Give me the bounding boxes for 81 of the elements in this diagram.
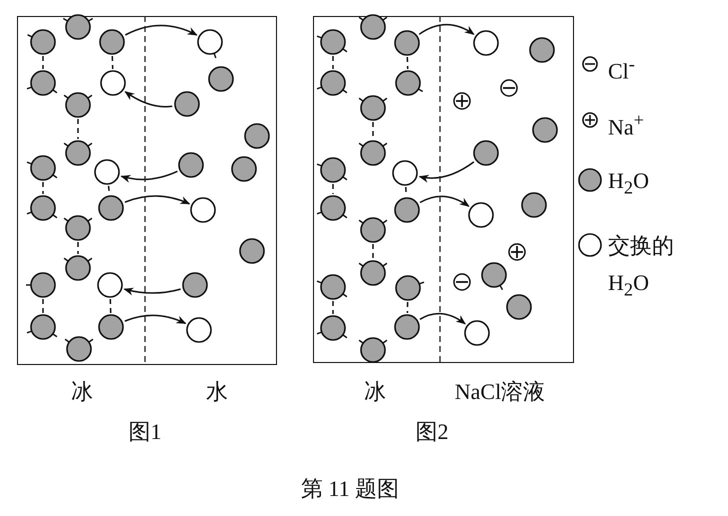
water-molecule [239, 238, 265, 264]
water-molecule [395, 70, 421, 96]
water-molecule [231, 156, 257, 182]
water-molecule [360, 14, 386, 40]
hydrogen-bond [77, 242, 79, 254]
sodium-ion [508, 243, 526, 261]
hydrogen-bond [332, 56, 334, 69]
curved-arrow [124, 314, 186, 324]
water-molecule [30, 29, 56, 55]
curved-arrow [418, 161, 474, 182]
figure-label: 图1 [128, 419, 162, 445]
panel-label: 冰 [364, 379, 386, 405]
water-molecule [99, 29, 125, 55]
exchanged-water-molecule [464, 320, 490, 346]
water-molecule [182, 272, 208, 298]
hydrogen-bond [42, 299, 44, 313]
hydrogen-bond [110, 298, 112, 314]
water-molecule [481, 262, 507, 288]
water-molecule [98, 195, 124, 221]
water-molecule [244, 123, 270, 149]
water-molecule [65, 255, 91, 281]
exchanged-water-molecule [100, 70, 126, 96]
water-molecule [360, 140, 386, 166]
hydrogen-bond [112, 56, 114, 70]
exchanged-water-molecule [468, 202, 494, 228]
caption: 第 11 题图 [300, 476, 400, 502]
exchanged-water-molecule [97, 272, 123, 298]
water-molecule [473, 140, 499, 166]
exchanged-water-molecule [186, 317, 212, 343]
curved-arrow [124, 195, 190, 204]
water-molecule [529, 37, 555, 63]
water-molecule [208, 66, 234, 92]
water-molecule [65, 140, 91, 166]
chloride-ion [500, 79, 518, 97]
water-molecule [65, 14, 91, 40]
panel-label: 水 [206, 379, 228, 405]
hydrogen-bond [332, 184, 334, 194]
curved-arrow [420, 196, 470, 207]
legend-label: 交换的 H$_{2}$O [608, 232, 675, 302]
water-molecule [521, 192, 547, 218]
hydrogen-bond [372, 244, 374, 259]
water-molecule [66, 336, 92, 362]
hydrogen-bond [372, 122, 374, 139]
legend-label: Cl$^{-}$ [608, 53, 636, 86]
legend-label: H$_{2}$O [608, 167, 650, 200]
water-molecule [532, 117, 558, 143]
water-molecule [178, 152, 204, 178]
curved-arrow [418, 24, 475, 35]
curved-arrow [120, 170, 178, 182]
exchanged-water-molecule [94, 159, 120, 185]
hydrogen-bond [332, 301, 334, 314]
figure-label: 图2 [416, 419, 448, 445]
water-molecule [394, 314, 420, 340]
water-molecule [98, 314, 124, 340]
water-molecule [360, 337, 386, 363]
curved-arrow [123, 287, 181, 296]
panel-label: NaCl溶液 [454, 379, 546, 405]
water-molecule [506, 294, 532, 320]
chloride-ion [453, 273, 471, 291]
water-molecule [360, 95, 386, 121]
panel-label: 冰 [71, 379, 93, 405]
water-molecule [394, 30, 420, 56]
curved-arrow [420, 312, 466, 324]
hydrogen-bond [42, 182, 44, 194]
water-molecule [174, 91, 200, 117]
sodium-ion [453, 92, 471, 110]
water-molecule [394, 197, 420, 223]
water-molecule [360, 217, 386, 243]
hydrogen-bond [77, 119, 79, 139]
hydrogen-bond [406, 56, 408, 70]
legend-label: Na$^{+}$ [608, 109, 645, 142]
hydrogen-bond [42, 56, 44, 69]
exchanged-water-molecule [473, 30, 499, 56]
exchanged-water-molecule [392, 160, 418, 186]
curved-arrow [124, 91, 172, 108]
hydrogen-bond [406, 302, 408, 314]
water-molecule [65, 215, 91, 241]
curved-arrow [124, 24, 198, 36]
water-molecule [360, 260, 386, 286]
water-molecule [65, 92, 91, 118]
exchanged-water-molecule [190, 197, 216, 223]
